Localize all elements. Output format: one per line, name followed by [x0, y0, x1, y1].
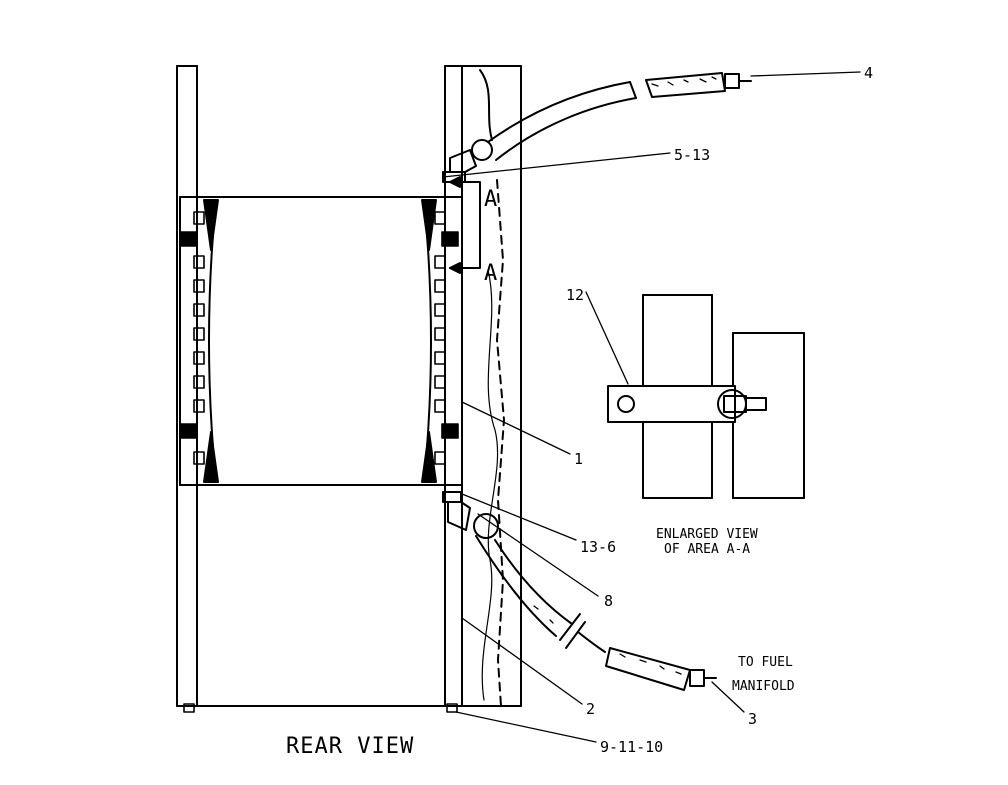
rear-panel	[461, 65, 522, 707]
callout-5-13: 5-13	[674, 146, 710, 164]
fuel-manifold-note-line1: TO FUEL	[738, 655, 793, 670]
callout-8: 8	[604, 592, 613, 610]
callout-13-6: 13-6	[580, 538, 616, 556]
enlarged-view-label-line2: OF AREA A-A	[664, 542, 750, 557]
callout-12: 12	[566, 286, 584, 304]
section-mark-upper: A	[484, 187, 497, 212]
callout-9-11-10: 9-11-10	[600, 738, 663, 756]
view-title: REAR VIEW	[286, 734, 414, 759]
left-clamp-blocks	[180, 211, 205, 465]
enlarged-view-label-line1: ENLARGED VIEW	[656, 527, 758, 542]
section-a-a-marker	[449, 176, 481, 274]
filter-element	[179, 196, 463, 486]
enlarged-view-detail	[607, 294, 805, 499]
fuel-manifold-note-line2: MANIFOLD	[732, 679, 795, 694]
bottom-bolts	[183, 703, 458, 713]
leader-lines	[442, 71, 861, 743]
frame-rails	[176, 65, 463, 707]
upper-hose-assembly	[442, 72, 752, 183]
callout-4: 4	[864, 64, 873, 82]
right-clamp-blocks	[434, 211, 459, 465]
callout-1: 1	[574, 450, 583, 468]
callout-2: 2	[586, 700, 595, 718]
section-mark-lower: A	[484, 261, 497, 286]
callout-3: 3	[748, 710, 757, 728]
lower-hose-assembly	[442, 491, 717, 691]
